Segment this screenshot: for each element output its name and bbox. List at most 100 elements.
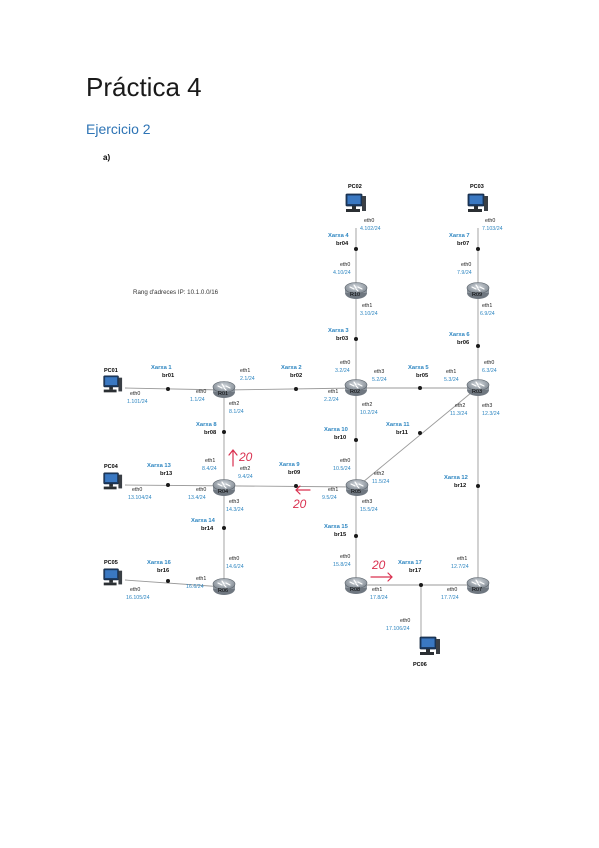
router-r01[interactable]: R01 bbox=[212, 381, 236, 399]
annotation-number: 20 bbox=[238, 450, 253, 464]
iface-name: eth1 bbox=[362, 303, 372, 309]
router-r02[interactable]: R02 bbox=[344, 379, 368, 397]
iface-ip: 17.7/24 bbox=[441, 595, 459, 601]
iface-ip: 12.3/24 bbox=[482, 411, 500, 417]
iface-ip: 16.6/24 bbox=[186, 584, 204, 590]
iface-name: eth2 bbox=[362, 402, 372, 408]
iface-ip: 1.1/24 bbox=[190, 397, 205, 403]
bridge-name: br01 bbox=[162, 373, 175, 379]
bridge-name: br08 bbox=[204, 430, 217, 436]
bridge-name: br16 bbox=[157, 568, 170, 574]
iface-ip: 4.102/24 bbox=[360, 226, 381, 232]
iface-ip: 11.5/24 bbox=[372, 479, 389, 485]
router-r08[interactable]: R08 bbox=[344, 577, 368, 595]
iface-ip: 13.104/24 bbox=[128, 495, 152, 501]
iface-name: eth1 bbox=[457, 556, 467, 562]
router-r05[interactable]: R05 bbox=[345, 479, 369, 497]
iface-name: eth0 bbox=[364, 218, 374, 224]
network-name: Xarxa 1 bbox=[151, 365, 172, 371]
pc-pc04[interactable]: PC04 bbox=[103, 464, 123, 490]
network-name: Xarxa 3 bbox=[328, 328, 349, 334]
iface-ip: 6.3/24 bbox=[482, 368, 497, 374]
handwritten-annotations bbox=[228, 449, 393, 582]
iface-name: eth0 bbox=[130, 587, 140, 593]
iface-ip: 6.9/24 bbox=[480, 311, 495, 317]
router-r09[interactable]: R09 bbox=[466, 282, 490, 300]
iface-ip: 13.4/24 bbox=[188, 495, 206, 501]
iface-name: eth0 bbox=[485, 218, 495, 224]
iface-name: eth3 bbox=[229, 499, 239, 505]
iface-ip: 4.10/24 bbox=[333, 270, 351, 276]
bridge-name: br13 bbox=[160, 471, 173, 477]
iface-ip: 14.3/24 bbox=[226, 507, 244, 513]
router-label: R08 bbox=[350, 587, 360, 593]
pc-pc06[interactable]: PC06 bbox=[413, 636, 441, 668]
router-label: R02 bbox=[350, 389, 360, 395]
iface-ip: 2.1/24 bbox=[240, 376, 255, 382]
network-labels: Xarxa 1 br01 Xarxa 2 br02 Xarxa 3 br03 X… bbox=[147, 233, 470, 574]
handwritten-numbers: 20 20 20 bbox=[238, 450, 386, 572]
bridge-name: br10 bbox=[334, 435, 346, 441]
router-label: R10 bbox=[350, 292, 360, 298]
network-name: Xarxa 12 bbox=[444, 475, 468, 481]
iface-ip: 11.3/24 bbox=[450, 411, 467, 417]
network-name: Xarxa 15 bbox=[324, 524, 349, 530]
left-arrow-annotation bbox=[295, 485, 311, 495]
iface-name: eth0 bbox=[484, 360, 494, 366]
router-r10[interactable]: R10 bbox=[344, 282, 368, 300]
iface-ip: 5.3/24 bbox=[444, 377, 459, 383]
iface-name: eth1 bbox=[372, 587, 382, 593]
iface-name: eth0 bbox=[130, 391, 140, 397]
iface-name: eth1 bbox=[196, 576, 206, 582]
iface-name: eth2 bbox=[374, 471, 384, 477]
pc-label: PC06 bbox=[413, 662, 427, 668]
router-label: R07 bbox=[472, 587, 482, 593]
computer-icon bbox=[467, 193, 489, 213]
network-name: Xarxa 8 bbox=[196, 422, 217, 428]
page-title: Práctica 4 bbox=[86, 72, 202, 102]
iface-ip: 5.2/24 bbox=[372, 377, 387, 383]
router-r06[interactable]: R06 bbox=[212, 578, 236, 596]
bridge-name: br03 bbox=[336, 336, 349, 342]
bridge-name: br17 bbox=[409, 568, 421, 574]
pc-pc02[interactable]: PC02 bbox=[345, 184, 367, 213]
iface-ip: 7.9/24 bbox=[457, 270, 472, 276]
annotation-number: 20 bbox=[292, 497, 307, 511]
network-name: Xarxa 11 bbox=[386, 422, 410, 428]
iface-ip: 16.105/24 bbox=[126, 595, 150, 601]
iface-ip: 9.4/24 bbox=[238, 474, 253, 480]
router-label: R05 bbox=[351, 489, 361, 495]
pc-pc05[interactable]: PC05 bbox=[103, 560, 123, 586]
iface-name: eth3 bbox=[482, 403, 492, 409]
iface-name: eth1 bbox=[240, 368, 250, 374]
router-r03[interactable]: R03 bbox=[466, 379, 490, 397]
iface-name: eth0 bbox=[340, 458, 350, 464]
router-label: R04 bbox=[218, 489, 228, 495]
pc-pc01[interactable]: PC01 bbox=[103, 368, 123, 393]
router-r04[interactable]: R04 bbox=[212, 479, 236, 497]
router-r07[interactable]: R07 bbox=[466, 577, 490, 595]
section-heading: Ejercicio 2 bbox=[86, 121, 151, 137]
network-name: Xarxa 13 bbox=[147, 463, 172, 469]
right-arrow-annotation bbox=[370, 572, 393, 582]
pc-pc03[interactable]: PC03 bbox=[467, 184, 489, 213]
iface-ip: 3.10/24 bbox=[360, 311, 378, 317]
iface-ip: 14.6/24 bbox=[226, 564, 244, 570]
interface-labels: eth0 1.101/24 eth0 1.1/24 eth1 2.1/24 et… bbox=[126, 218, 503, 632]
iface-name: eth1 bbox=[482, 303, 492, 309]
pc-label: PC03 bbox=[470, 184, 484, 190]
network-name: Xarxa 9 bbox=[279, 462, 300, 468]
iface-ip: 9.5/24 bbox=[322, 495, 337, 501]
network-name: Xarxa 16 bbox=[147, 560, 172, 566]
network-name: Xarxa 5 bbox=[408, 365, 429, 371]
iface-ip: 7.103/24 bbox=[482, 226, 503, 232]
iface-ip: 10.5/24 bbox=[333, 466, 351, 472]
bridge-name: br05 bbox=[416, 373, 429, 379]
bridge-name: br11 bbox=[396, 430, 409, 436]
iface-ip: 15.5/24 bbox=[360, 507, 378, 513]
up-arrow-annotation bbox=[228, 449, 238, 467]
network-name: Xarxa 6 bbox=[449, 332, 470, 338]
iface-ip: 3.2/24 bbox=[335, 368, 350, 374]
bridge-name: br06 bbox=[457, 340, 470, 346]
pc-label: PC02 bbox=[348, 184, 362, 190]
